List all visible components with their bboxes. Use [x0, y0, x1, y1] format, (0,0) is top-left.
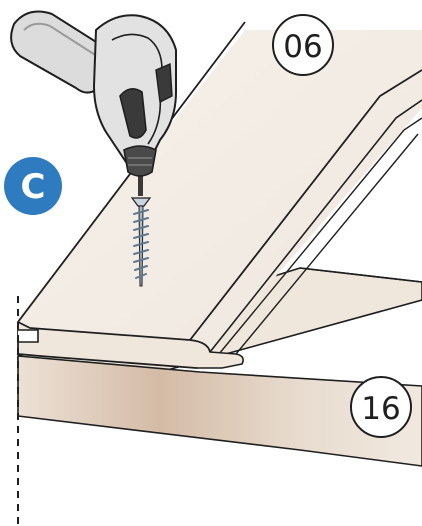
callout-top-board-label: 06: [283, 29, 322, 65]
callout-joist: 16: [350, 376, 412, 438]
board-ridge-2: [209, 99, 422, 353]
board-tongue-edge: [235, 133, 419, 355]
step-badge: C: [4, 157, 62, 215]
joist-back-edge: [299, 267, 422, 283]
drill-icon: [10, 10, 177, 196]
step-badge-letter: C: [21, 167, 46, 207]
screw-icon: [130, 197, 152, 287]
deck-board: [17, 21, 422, 369]
board-top-face: [18, 30, 422, 368]
board-groove: [18, 329, 39, 343]
callout-top-board: 06: [272, 14, 334, 76]
step-badge-circle: [4, 157, 62, 215]
board-ridge-1: [189, 69, 422, 341]
callout-joist-label: 16: [361, 391, 400, 427]
board-ridge-3: [213, 117, 422, 361]
